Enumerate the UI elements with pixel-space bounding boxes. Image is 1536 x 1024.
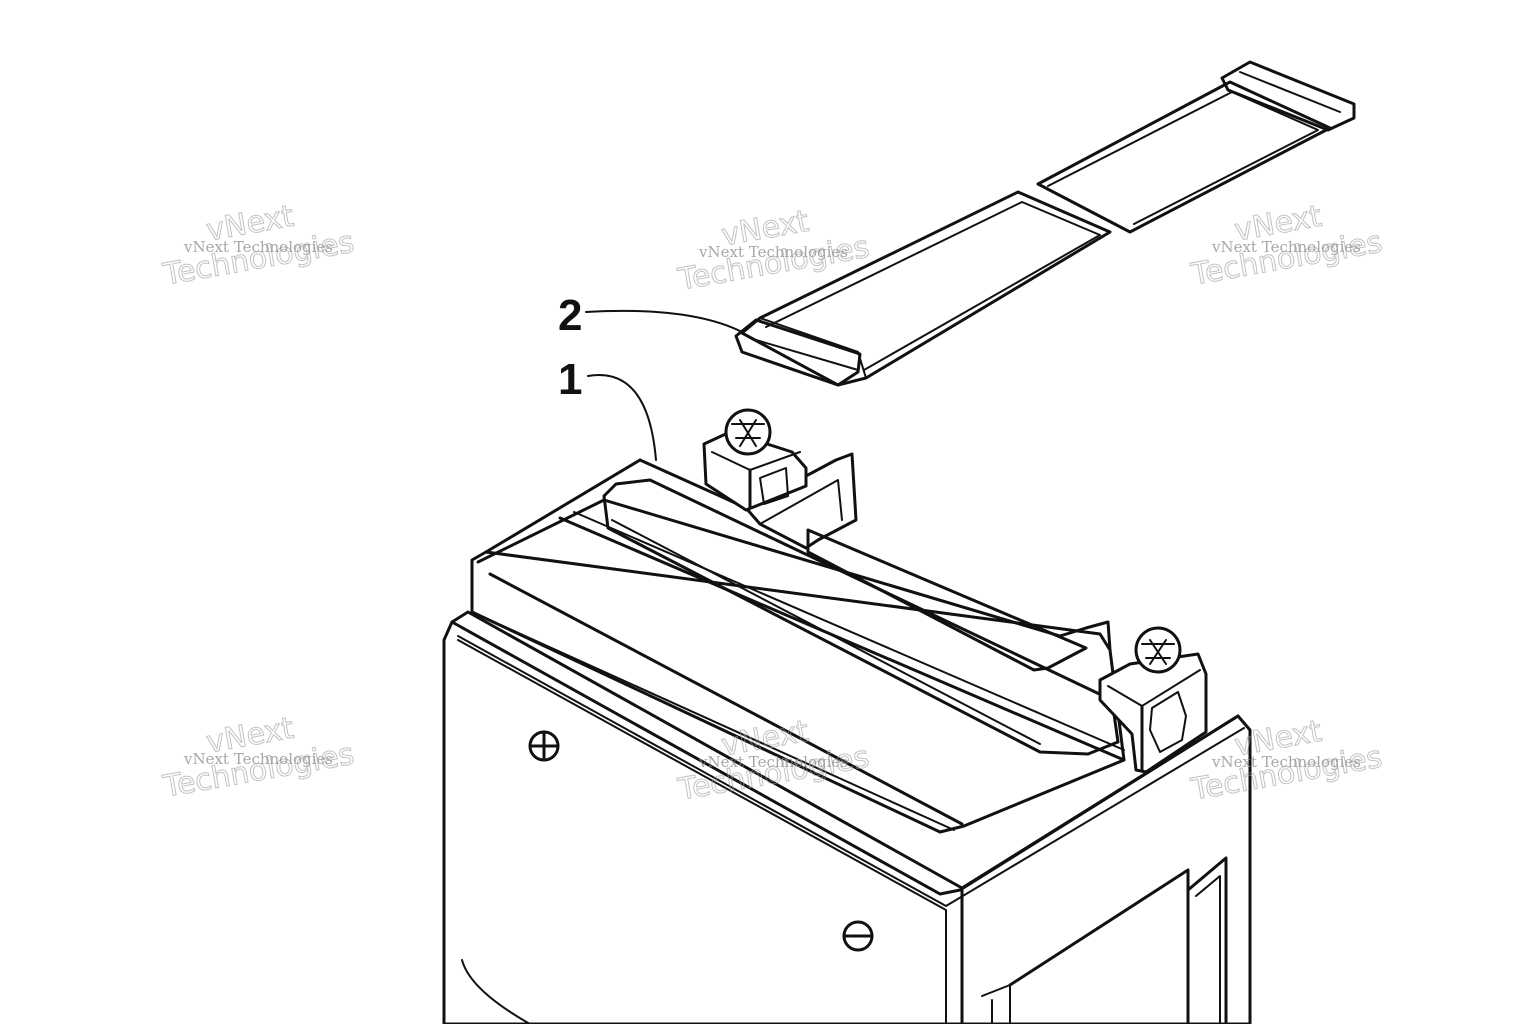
callout-1-label: 1 <box>558 355 582 404</box>
svg-text:vNext Technologies: vNext Technologies <box>1211 753 1361 771</box>
positive-mark <box>528 730 560 762</box>
svg-text:vNext Technologies: vNext Technologies <box>183 750 333 768</box>
battery <box>442 408 1252 1024</box>
svg-text:vNext Technologies: vNext Technologies <box>183 238 333 256</box>
svg-text:vNext Technologies: vNext Technologies <box>698 753 848 771</box>
negative-mark <box>842 920 874 952</box>
battery-strap <box>734 60 1356 387</box>
callout-1-leader <box>587 374 657 461</box>
callout-2-leader <box>585 309 743 333</box>
callout-2-label: 2 <box>558 291 582 340</box>
svg-text:vNext Technologies: vNext Technologies <box>1211 238 1361 256</box>
svg-text:vNext Technologies: vNext Technologies <box>698 243 848 261</box>
